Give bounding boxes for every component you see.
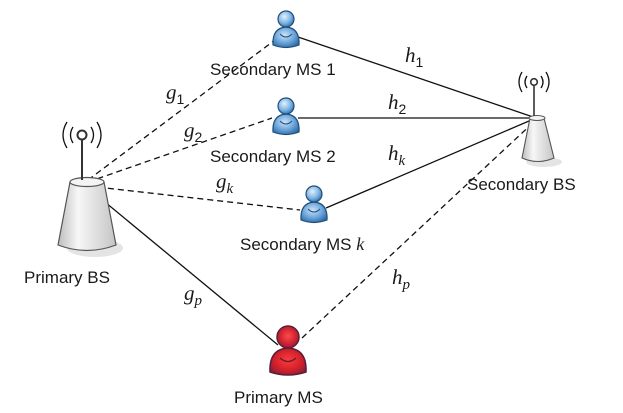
links xyxy=(87,36,537,346)
label-hp: hp xyxy=(392,265,411,293)
label-gk: gk xyxy=(216,169,234,197)
link-gp xyxy=(87,187,279,346)
link-hp xyxy=(301,119,537,339)
secondary-bs-node: Secondary BS xyxy=(467,71,576,194)
secondary-ms-1-node: Secondary MS 1 xyxy=(210,10,336,79)
label-g1: g1 xyxy=(166,80,185,107)
antenna-tower-icon xyxy=(57,121,123,257)
user-person-icon xyxy=(272,10,300,49)
label-g2: g2 xyxy=(184,118,203,145)
user-person-icon xyxy=(272,97,300,136)
label-h2: h2 xyxy=(388,90,407,117)
primary-ms-label: Primary MS xyxy=(234,388,323,407)
label-gp: gp xyxy=(184,281,203,309)
user-person-icon xyxy=(300,185,328,224)
label-hk: hk xyxy=(388,141,406,169)
secondary-ms-1-label: Secondary MS 1 xyxy=(210,60,336,79)
primary-bs-node: Primary BS xyxy=(24,121,123,287)
secondary-ms-2-node: Secondary MS 2 xyxy=(210,97,336,166)
primary-ms-node: Primary MS xyxy=(234,325,323,407)
secondary-bs-label: Secondary BS xyxy=(467,175,576,194)
secondary-ms-2-label: Secondary MS 2 xyxy=(210,147,336,166)
antenna-tower-icon xyxy=(518,71,562,167)
link-g2 xyxy=(87,117,273,183)
user-person-icon xyxy=(269,325,307,376)
link-g1 xyxy=(87,39,276,181)
link-hk xyxy=(325,117,537,209)
link-labels: g1 g2 gk gp h1 h2 hk hp xyxy=(166,43,424,309)
primary-bs-label: Primary BS xyxy=(24,268,110,287)
label-h1: h1 xyxy=(405,43,424,70)
link-h1 xyxy=(297,36,537,119)
secondary-ms-k-node: Secondary MS k xyxy=(240,185,365,254)
secondary-ms-k-label: Secondary MS k xyxy=(240,234,365,254)
link-gk xyxy=(87,185,301,211)
